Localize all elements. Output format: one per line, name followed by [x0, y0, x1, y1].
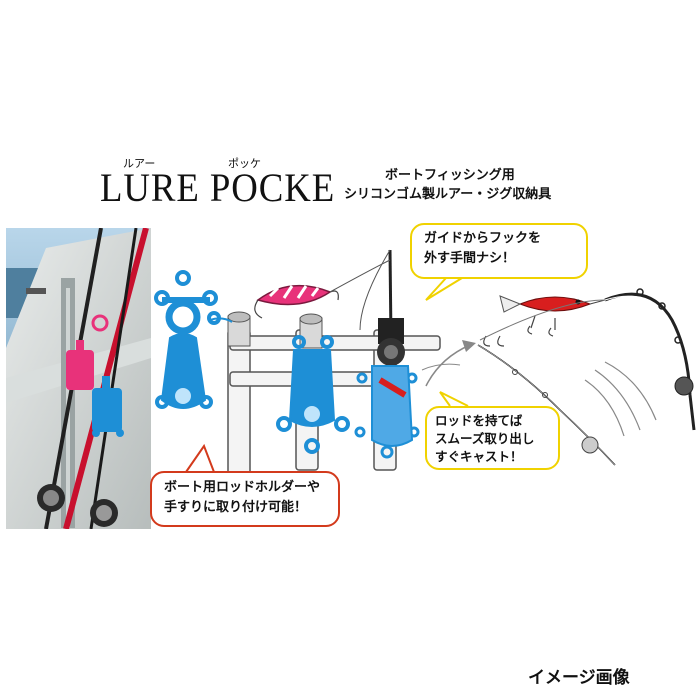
subtitle-line-1: ボートフィッシング用 [385, 168, 515, 183]
pink-jig-graphic [254, 284, 339, 319]
callout-mount: ボート用ロッドホルダーや 手すりに取り付け可能！ [150, 471, 340, 527]
callout-rod-line-1: ロッドを持てば [435, 413, 523, 428]
mounted-pocket-graphic [276, 335, 350, 454]
title-ruby-lure: ルアー [123, 157, 156, 170]
rod-bubble-tail [439, 391, 469, 407]
boat-photo-graphic [6, 228, 151, 529]
cast-arrow [425, 344, 471, 387]
boat-photo [6, 228, 151, 529]
lure-clip-graphic [354, 372, 420, 459]
flat-pocket-graphic [154, 270, 221, 409]
image-caption: イメージ画像 [528, 668, 630, 688]
line-rod-bubble [421, 363, 461, 371]
title-ruby-pocke: ポッケ [228, 157, 261, 170]
callout-rod-line-2: スムーズ取り出し [435, 431, 535, 446]
subtitle-line-2: シリコンゴム製ルアー・ジグ収納具 [344, 187, 552, 202]
motion-lines [584, 361, 657, 437]
callout-guide-hook: ガイドからフックを 外す手間ナシ！ [410, 223, 588, 279]
callout-guide-line-2: 外す手間ナシ！ [424, 251, 516, 266]
product-title: LURE POCKE [100, 165, 336, 210]
casting-rod-graphic [477, 344, 616, 466]
callout-mount-line-2: 手すりに取り付け可能！ [164, 500, 308, 515]
mount-bubble-tail [185, 443, 215, 473]
hooks-graphic [483, 335, 505, 347]
fishing-line [359, 249, 391, 331]
guide-bubble-tail [425, 277, 463, 301]
line-to-lure [479, 299, 606, 341]
bent-rod-graphic [604, 288, 696, 431]
arrow-to-holder [209, 317, 233, 323]
fishing-line-2 [329, 259, 391, 293]
cast-arrow-head [462, 340, 476, 352]
callout-guide-line-1: ガイドからフックを [424, 231, 542, 246]
callout-mount-line-1: ボート用ロッドホルダーや [164, 480, 321, 495]
callout-rod-cast: ロッドを持てば スムーズ取り出し すぐキャスト！ [425, 406, 560, 470]
red-minnow-lure [499, 295, 606, 337]
callout-rod-line-3: すぐキャスト！ [435, 449, 523, 464]
rod-reel-graphic [371, 249, 414, 447]
